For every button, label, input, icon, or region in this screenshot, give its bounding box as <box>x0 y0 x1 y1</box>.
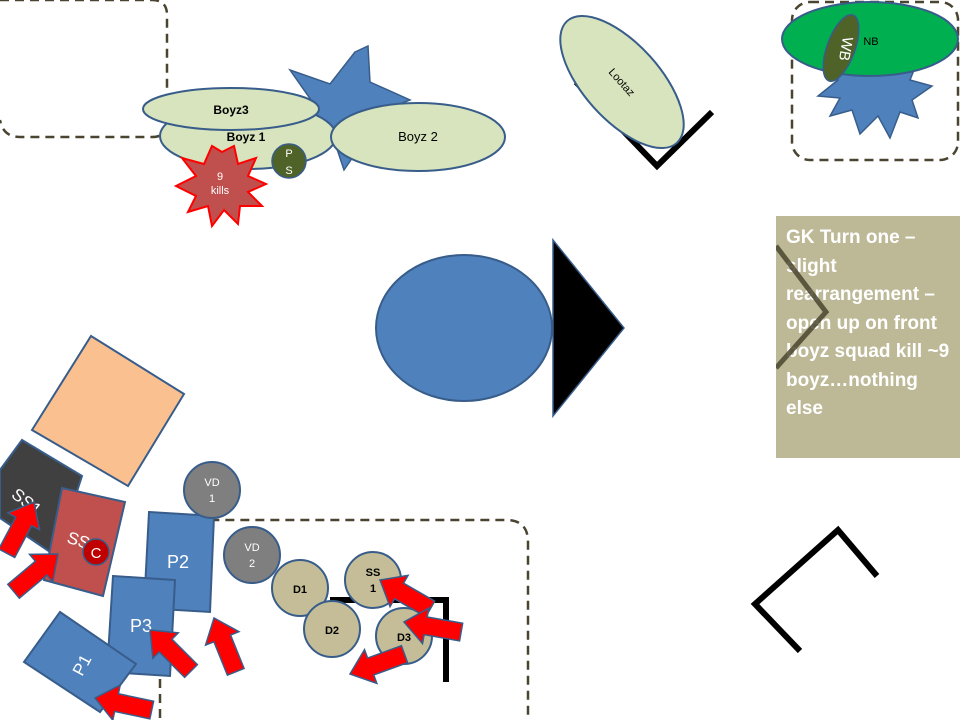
label-boyz1: Boyz 1 <box>227 130 266 144</box>
unit-boyz3[interactable] <box>142 87 320 131</box>
kills-marker <box>173 144 269 229</box>
label-c: C <box>91 545 102 562</box>
unit-d2[interactable] <box>303 600 361 658</box>
label-vd2-top: VD <box>244 542 259 554</box>
terrain-orange <box>30 334 186 488</box>
label-wb: WB <box>835 35 856 62</box>
unit-c[interactable] <box>82 538 110 566</box>
unit-p1[interactable] <box>22 610 138 714</box>
label-ss-bottom: 1 <box>370 583 376 595</box>
label-nb: NB <box>863 36 878 48</box>
label-d1: D1 <box>293 584 307 596</box>
turn-note-text: GK Turn one – slight rearrangement – ope… <box>786 227 950 419</box>
label-ps-bottom: S <box>285 165 292 177</box>
unit-ss2[interactable] <box>42 486 127 598</box>
terrain-zone-top-left <box>0 0 169 139</box>
label-vd1-top: VD <box>204 477 219 489</box>
unit-vd1[interactable] <box>183 461 241 519</box>
wall-bottom-right <box>750 525 880 654</box>
label-boyz2: Boyz 2 <box>398 129 438 144</box>
unit-boyz2[interactable] <box>330 102 506 172</box>
label-ps-top: P <box>285 148 292 160</box>
label-d3: D3 <box>397 632 411 644</box>
label-vd2-bottom: 2 <box>249 558 255 570</box>
unit-d1[interactable] <box>271 559 329 617</box>
label-d2: D2 <box>325 625 339 637</box>
unit-wb[interactable] <box>816 10 866 85</box>
label-kills-count: 9 <box>217 171 223 183</box>
turn-note: GK Turn one – slight rearrangement – ope… <box>776 216 960 458</box>
label-kills-word: kills <box>211 185 230 197</box>
label-p2: P2 <box>167 552 189 572</box>
label-vd1-bottom: 1 <box>209 493 215 505</box>
unit-lootaz[interactable] <box>539 0 705 168</box>
label-ss-top: SS <box>366 567 381 579</box>
blast-marker-nb <box>816 59 934 140</box>
label-boyz3: Boyz3 <box>213 103 249 117</box>
unit-center-blob[interactable] <box>375 254 553 402</box>
unit-vd2[interactable] <box>223 526 281 584</box>
label-p3: P3 <box>130 616 152 636</box>
center-triangle[interactable] <box>552 237 625 419</box>
unit-ps[interactable] <box>271 143 307 179</box>
arrow-p2 <box>196 610 254 680</box>
